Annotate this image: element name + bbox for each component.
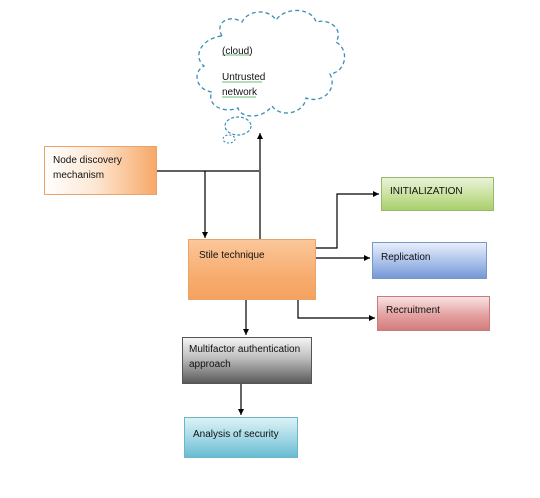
- cloud-label: (cloud): [222, 46, 253, 57]
- node-discovery-line-2: mechanism: [53, 170, 105, 181]
- replication-box: Replication: [372, 242, 487, 279]
- initialization-label: INITIALIZATION: [390, 186, 463, 197]
- cloud-text-underlines: [222, 54, 262, 98]
- multifactor-line-1: Multifactor authentication: [189, 344, 301, 355]
- multifactor-line-2: approach: [189, 359, 231, 370]
- analysis-of-security-box: Analysis of security: [184, 417, 298, 458]
- connectors: [157, 133, 379, 415]
- node-discovery-line-1: Node discovery: [53, 155, 122, 166]
- cloud-line-1: Untrusted: [222, 72, 266, 83]
- stile-technique-label: Stile technique: [199, 250, 265, 261]
- analysis-label: Analysis of security: [193, 429, 279, 440]
- cloud-line-2: network: [222, 87, 258, 98]
- cloud-untrusted-network: Untrusted network: [222, 70, 265, 100]
- recruitment-label: Recruitment: [386, 305, 440, 316]
- replication-label: Replication: [381, 252, 431, 263]
- recruitment-box: Recruitment: [377, 296, 490, 331]
- stile-technique-box: Stile technique: [188, 239, 316, 300]
- cloud-shape: [196, 9, 346, 144]
- node-discovery-box: Node discovery mechanism: [44, 146, 157, 195]
- initialization-box: INITIALIZATION: [381, 177, 494, 211]
- multifactor-authentication-box: Multifactor authentication approach: [182, 337, 312, 384]
